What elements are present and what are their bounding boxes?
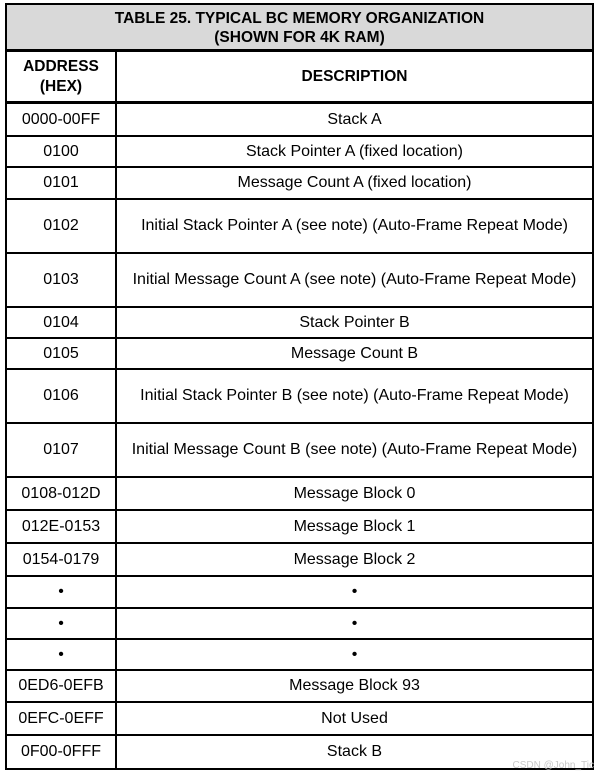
table-title: TABLE 25. TYPICAL BC MEMORY ORGANIZATION… [7,5,592,52]
address-cell: 0107 [7,424,117,476]
table-row: •• [7,577,592,609]
table-title-line2: (SHOWN FOR 4K RAM) [214,29,385,46]
description-cell: Message Block 1 [293,517,416,535]
table-row: 0108-012D Message Block 0 [7,478,592,511]
description-cell: Initial Stack Pointer A (see note) (Auto… [141,217,568,234]
address-cell: 0ED6-0EFB [7,671,117,701]
table-row: 012E-0153 Message Block 1 [7,511,592,544]
memory-organization-table: TABLE 25. TYPICAL BC MEMORY ORGANIZATION… [5,3,594,770]
header-address: ADDRESS (HEX) [7,52,117,101]
address-cell: 0F00-0FFF [7,736,117,768]
table-row: 0EFC-0EFF Not Used [7,703,592,736]
address-cell: • [7,577,117,607]
address-cell: 0101 [7,168,117,198]
table-row: 0103 Initial Message Count A (see note) (… [7,254,592,308]
description-cell: • [351,614,358,632]
description-cell: Stack Pointer B [299,313,410,331]
table-row: 0107 Initial Message Count B (see note) (… [7,424,592,478]
description-cell: Stack A [327,110,382,128]
table-row: 0101 Message Count A (fixed location) [7,168,592,200]
description-cell: Message Count B [290,344,419,362]
description-cell: • [351,583,358,600]
table-header-row: ADDRESS (HEX) DESCRIPTION [7,52,592,104]
header-description: DESCRIPTION [301,67,408,85]
address-cell: 0108-012D [7,478,117,509]
description-cell: Stack Pointer A (fixed location) [246,142,463,160]
table-row: 0105 Message Count B [7,339,592,370]
description-cell: Message Block 0 [293,484,416,502]
description-cell: Message Block 2 [293,550,416,568]
table-row: 0102 Initial Stack Pointer A (see note) (… [7,200,592,254]
table-row: 0104 Stack Pointer B [7,308,592,339]
table-row: 0154-0179 Message Block 2 [7,544,592,577]
address-cell: 0154-0179 [7,544,117,575]
table-row: •• [7,609,592,640]
address-cell: 0102 [7,200,117,252]
table-row: 0F00-0FFF Stack B [7,736,592,768]
address-cell: 0EFC-0EFF [7,703,117,734]
description-cell: • [351,645,358,663]
description-cell: Not Used [321,709,388,727]
address-cell: 012E-0153 [7,511,117,542]
address-cell: 0106 [7,370,117,422]
address-cell: • [7,640,117,669]
description-cell: Initial Message Count A (see note) (Auto… [132,271,577,288]
table-row: 0100 Stack Pointer A (fixed location) [7,137,592,168]
address-cell: 0100 [7,137,117,166]
table-row: 0106 Initial Stack Pointer B (see note) (… [7,370,592,424]
address-cell: 0105 [7,339,117,368]
table-title-line1: TABLE 25. TYPICAL BC MEMORY ORGANIZATION [114,10,485,27]
address-cell: 0000-00FF [7,104,117,135]
description-cell: Message Count A (fixed location) [237,174,472,191]
table-body: 0000-00FF Stack A 0100 Stack Pointer A (fix… [7,104,592,768]
address-cell: 0104 [7,308,117,337]
table-row: 0ED6-0EFB Message Block 93 [7,671,592,703]
address-cell: • [7,609,117,638]
address-cell: 0103 [7,254,117,306]
description-cell: Stack B [326,743,383,760]
table-row: 0000-00FF Stack A [7,104,592,137]
description-cell: Message Block 93 [289,677,420,694]
table-row: •• [7,640,592,671]
watermark: CSDN @John_Tic [512,760,594,771]
description-cell: Initial Stack Pointer B (see note) (Auto… [140,387,569,404]
description-cell: Initial Message Count B (see note) (Auto… [131,441,578,458]
